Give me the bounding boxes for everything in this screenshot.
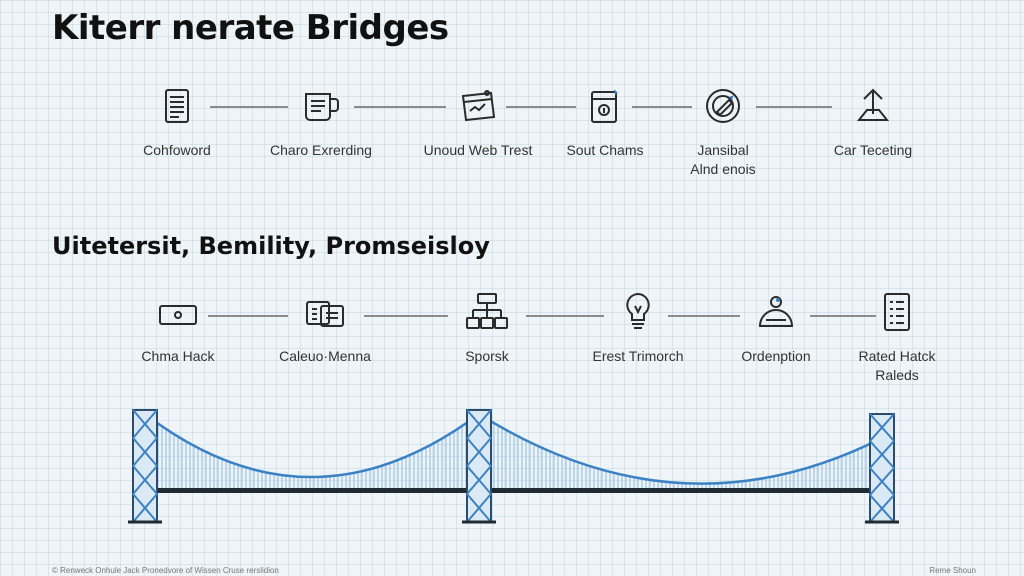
step-item: Car Teceting	[798, 84, 948, 160]
step-item: Caleuo·Menna	[250, 290, 400, 366]
step-label: Charo Exrerding	[270, 142, 372, 158]
bridge-tower	[865, 413, 899, 524]
connector-line	[810, 315, 876, 317]
step-item: Jansibal Alnd enois	[648, 84, 798, 179]
suspension-bridge-illustration	[128, 409, 899, 524]
connector-line	[756, 106, 832, 108]
clipboard-checklist-icon	[884, 293, 910, 331]
connector-line	[208, 315, 288, 317]
step-label: Cohfoword	[143, 142, 211, 158]
section-heading: Uitetersit, Bemility, Promseisloy	[52, 232, 490, 260]
step-label: Chma Hack	[141, 348, 215, 364]
step-label: Sporsk	[465, 348, 509, 364]
connector-line	[364, 315, 448, 317]
lightbulb-icon	[626, 292, 650, 329]
connector-line	[506, 106, 576, 108]
network-hub-icon	[466, 293, 508, 329]
upload-arrow-icon	[856, 88, 890, 121]
step-item: Chma Hack	[103, 290, 253, 366]
connector-line	[632, 106, 692, 108]
step-label: Ordenption	[741, 348, 811, 364]
step-label: Rated Hatck Raleds	[858, 348, 936, 383]
step-item: Sporsk	[412, 290, 562, 366]
bridge-deck	[132, 488, 894, 493]
step-label: Caleuo·Menna	[279, 348, 371, 364]
connector-line	[668, 315, 740, 317]
main-cable	[478, 412, 883, 485]
pencil-circle-icon	[706, 89, 740, 123]
mug-icon	[305, 93, 339, 121]
connector-line	[210, 106, 288, 108]
step-item: Erest Trimorch	[563, 290, 713, 366]
step-item: Rated Hatck Raleds	[822, 290, 972, 385]
web-window-icon	[461, 90, 496, 122]
step-item: Unoud Web Trest	[403, 84, 553, 160]
main-cable	[144, 412, 480, 479]
step-label: Sout Chams	[566, 142, 644, 158]
document-list-icon	[165, 89, 189, 123]
step-label: Unoud Web Trest	[423, 142, 533, 158]
footer-credit: © Renweck Onhule Jack Pronedvore of Wiss…	[52, 566, 279, 575]
step-item: Cohfoword	[102, 84, 252, 160]
step-label: Car Teceting	[833, 142, 913, 158]
step-label: Erest Trimorch	[592, 348, 684, 364]
footer-signature: Reme Shoun	[929, 566, 976, 575]
connector-line	[354, 106, 446, 108]
file-cards-icon	[306, 301, 344, 327]
bridge-tower	[462, 409, 496, 524]
connector-line	[526, 315, 604, 317]
step-item: Ordenption	[701, 290, 851, 366]
step-label: Jansibal Alnd enois	[690, 142, 756, 177]
device-badge-icon	[591, 89, 618, 123]
dome-console-icon	[758, 296, 794, 327]
bridge-hangers	[145, 414, 882, 491]
step-item: Sout Chams	[530, 84, 680, 160]
step-item: Charo Exrerding	[246, 84, 396, 160]
page-title: Kiterr nerate Bridges	[52, 8, 449, 48]
bridge-tower	[128, 409, 162, 524]
monitor-icon	[159, 305, 197, 325]
